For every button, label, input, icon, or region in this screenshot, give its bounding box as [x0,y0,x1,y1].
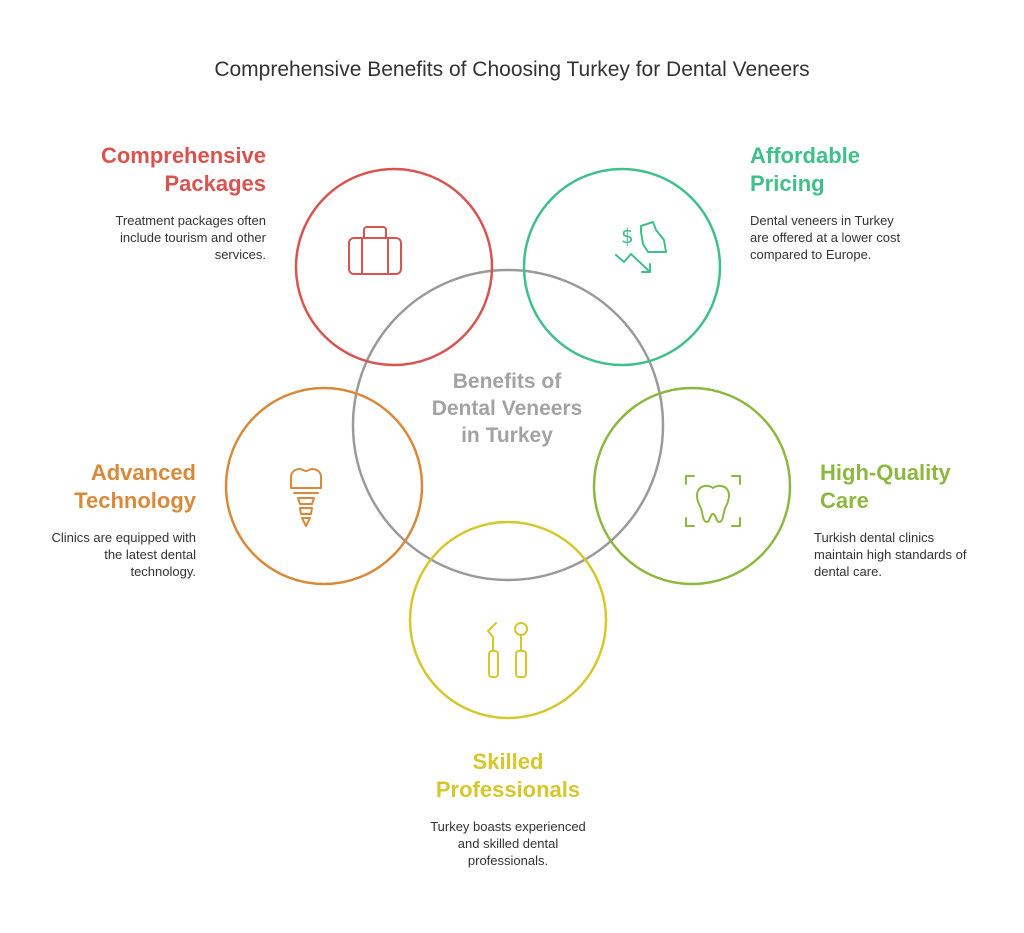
benefit-description: Turkish dental clinics maintain high sta… [814,529,1010,580]
benefit-description-line: dental care. [814,564,882,579]
advanced-technology-circle [224,386,424,586]
center-label-line: Dental Veneers [431,397,583,420]
benefit-heading-line: Packages [164,171,266,196]
suitcase-icon [348,226,402,275]
benefit-description-line: Dental veneers in Turkey [750,213,894,228]
center-label-line: in Turkey [461,424,553,447]
benefit-heading-line: Skilled [472,749,544,774]
benefit-description-line: the latest dental [104,547,196,562]
benefit-description-line: include tourism and other [120,230,266,245]
benefit-heading-line: Pricing [750,171,825,196]
benefit-description-line: Turkish dental clinics [814,530,935,545]
center-label: Benefits of Dental Veneers in Turkey [405,368,609,449]
benefit-heading-line: Technology [74,488,196,513]
benefit-description-line: Turkey boasts experienced [430,819,586,834]
comprehensive-packages-circle [294,167,494,367]
benefit-heading: Affordable Pricing [750,142,980,198]
benefit-description: Clinics are equipped with the latest den… [20,529,196,580]
benefit-description-line: Treatment packages often [115,213,266,228]
benefit-heading: High-Quality Care [820,459,1010,515]
benefit-comprehensive-packages: Comprehensive Packages Treatment package… [60,142,266,263]
affordable-pricing-circle [522,167,722,367]
benefit-description-line: and skilled dental [457,836,559,851]
center-circle [351,268,665,582]
benefit-description-line: are offered at a lower cost [750,230,901,245]
dental-implant-icon [290,468,322,527]
benefit-heading-line: Affordable [750,143,860,168]
benefit-heading-line: High-Quality [820,460,951,485]
benefit-heading: Advanced Technology [20,459,196,515]
benefit-description: Treatment packages often include tourism… [60,212,266,263]
benefit-heading: Comprehensive Packages [60,142,266,198]
center-label-line: Benefits of [452,370,562,393]
benefit-description-line: maintain high standards of [814,547,967,562]
benefit-affordable-pricing: Affordable Pricing Dental veneers in Tur… [750,142,980,263]
benefit-description-line: services. [214,247,266,262]
tooth-scan-icon [685,475,741,527]
benefit-heading-line: Advanced [90,460,196,485]
benefit-description-line: compared to Europe. [750,247,872,262]
benefit-high-quality-care: High-Quality Care Turkish dental clinics… [814,459,1010,580]
high-quality-care-circle [592,386,792,586]
benefit-description-line: technology. [130,564,196,579]
benefit-heading-line: Care [820,488,869,513]
svg-text:$: $ [621,224,634,248]
benefit-description: Turkey boasts experienced and skilled de… [398,818,618,869]
benefit-advanced-technology: Advanced Technology Clinics are equipped… [20,459,196,580]
benefit-skilled-professionals: Skilled Professionals Turkey boasts expe… [398,748,618,869]
dental-tools-icon [487,622,528,678]
price-drop-icon: $ [615,221,667,273]
benefit-heading-line: Professionals [435,777,581,802]
benefit-heading: Skilled Professionals [398,748,618,804]
skilled-professionals-circle [408,520,608,720]
benefit-description-line: Clinics are equipped with [51,530,196,545]
benefit-heading-line: Comprehensive [100,143,266,168]
benefit-description: Dental veneers in Turkey are offered at … [750,212,980,263]
page-title: Comprehensive Benefits of Choosing Turke… [214,58,810,81]
benefit-description-line: professionals. [467,853,549,868]
